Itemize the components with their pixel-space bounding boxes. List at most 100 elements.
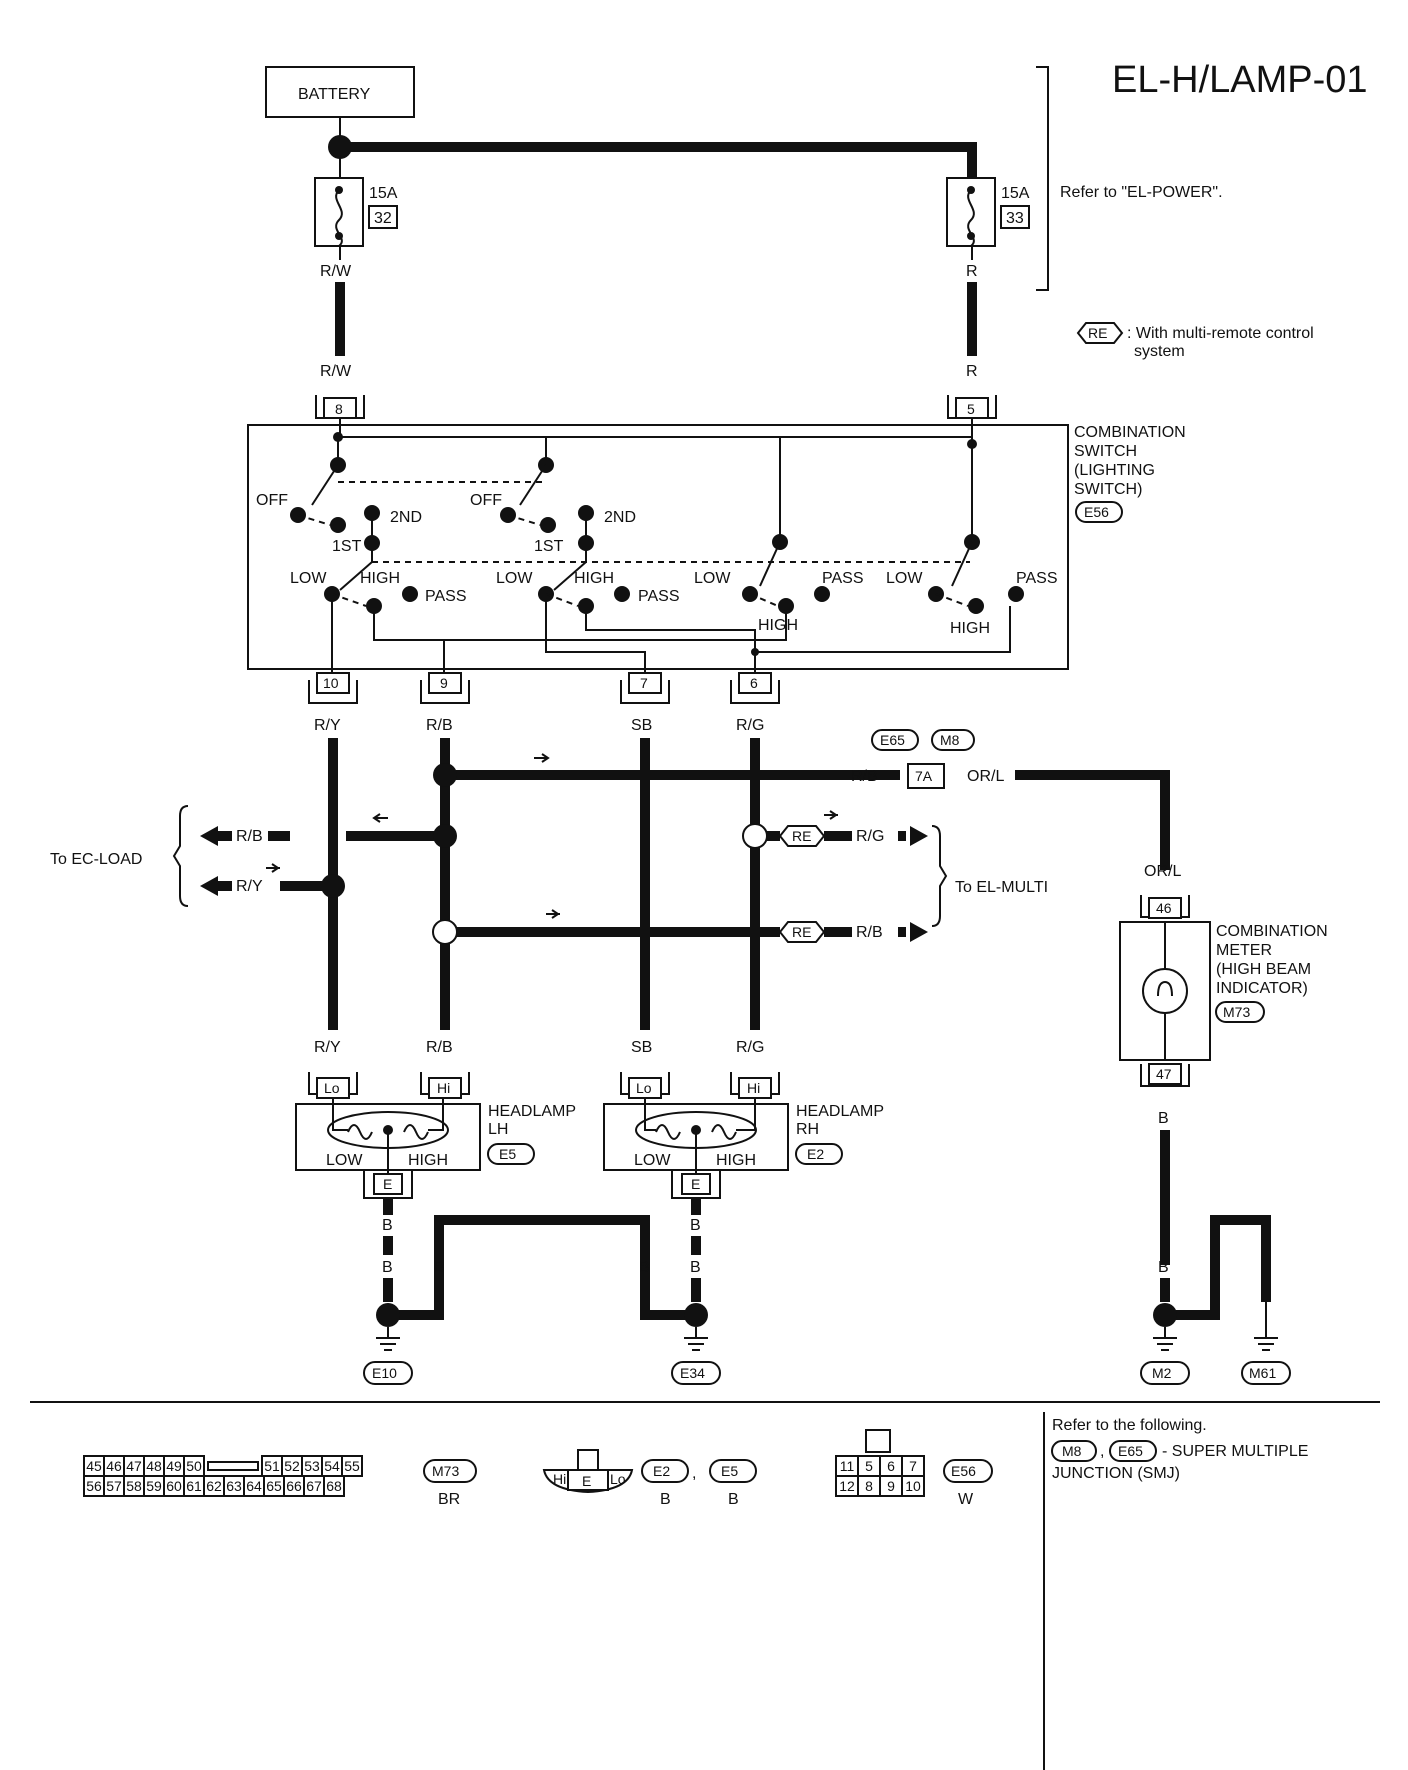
svg-text:B: B	[690, 1217, 701, 1234]
svg-text:7: 7	[640, 675, 648, 691]
svg-text:HIGH: HIGH	[408, 1152, 448, 1169]
svg-text:PASS: PASS	[1016, 570, 1058, 587]
m73-pin-45-label: 45	[86, 1458, 102, 1474]
refer-following-text: Refer to the following.	[1052, 1417, 1207, 1434]
m73-pin-47-label: 47	[126, 1458, 142, 1474]
svg-text:E56: E56	[1084, 504, 1109, 520]
wire-label-sb-top: SB	[631, 717, 652, 734]
svg-text:PASS: PASS	[425, 588, 467, 605]
svg-text:Hi: Hi	[747, 1080, 760, 1096]
m73-pin-66-label: 66	[286, 1478, 302, 1494]
svg-text:OFF: OFF	[256, 492, 288, 509]
m73-pin-55	[341, 1455, 363, 1477]
svg-text:32: 32	[374, 210, 392, 227]
ground-m61	[1241, 1361, 1291, 1385]
svg-text:46: 46	[1156, 900, 1172, 916]
m73-pin-57-label: 57	[106, 1478, 122, 1494]
terminal-7: 7	[620, 672, 670, 704]
svg-text:6: 6	[750, 675, 758, 691]
svg-text:LOW: LOW	[634, 1152, 671, 1169]
m73-pin-67-label: 67	[306, 1478, 322, 1494]
meter-label-4: INDICATOR)	[1216, 980, 1308, 997]
re-legend-symbol	[1076, 322, 1124, 344]
svg-text:E65: E65	[880, 732, 905, 748]
connector-47: 47	[1140, 1063, 1190, 1087]
svg-text:R/B: R/B	[426, 1039, 453, 1056]
svg-text:E65: E65	[1118, 1443, 1143, 1459]
svg-text:R/Y: R/Y	[236, 878, 263, 895]
svg-text:RE: RE	[792, 924, 811, 940]
battery-feed-wire	[340, 142, 977, 178]
svg-text:B: B	[660, 1491, 671, 1508]
wire-label-r-top: R	[966, 263, 978, 280]
svg-text:OR/L: OR/L	[1144, 863, 1181, 880]
m73-pin-64-label: 64	[246, 1478, 262, 1494]
combination-switch-label-4: SWITCH)	[1074, 481, 1142, 498]
svg-text:E2: E2	[653, 1463, 670, 1479]
m73-pin-61-label: 61	[186, 1478, 202, 1494]
smj-note-1: - SUPER MULTIPLE	[1162, 1443, 1308, 1460]
svg-text:HIGH: HIGH	[574, 570, 614, 587]
e5-connector-badge	[709, 1459, 757, 1483]
e56-pin-9-label: 9	[887, 1478, 895, 1494]
svg-text:,: ,	[692, 1465, 696, 1482]
svg-text:Hi: Hi	[553, 1471, 566, 1487]
svg-text:B: B	[382, 1217, 393, 1234]
page-code: EL-H/LAMP-01	[1112, 59, 1368, 101]
e56-pin-12-label: 12	[839, 1478, 855, 1494]
fuse-32: 15A 32	[314, 177, 398, 247]
headlamp-rh-label-2: RH	[796, 1121, 819, 1138]
m73-pin-51-label: 51	[264, 1458, 280, 1474]
e56-code-badge	[1075, 501, 1123, 523]
e56-connector-badge	[943, 1459, 993, 1483]
e2-connector-badge	[641, 1459, 689, 1483]
e56-pin-5-label: 5	[865, 1458, 873, 1474]
svg-text:1ST: 1ST	[534, 538, 564, 555]
m73-pin-48-label: 48	[146, 1458, 162, 1474]
m73-pin-52-label: 52	[284, 1458, 300, 1474]
legend-text-2: system	[1134, 343, 1185, 360]
m73-pin-60-label: 60	[166, 1478, 182, 1494]
m73-pin-58-label: 58	[126, 1478, 142, 1494]
e56-pin-10	[901, 1475, 925, 1497]
m73-pin-54-label: 54	[324, 1458, 340, 1474]
headlamp-lh-label-1: HEADLAMP	[488, 1103, 576, 1120]
svg-text:Lo: Lo	[324, 1080, 340, 1096]
svg-text:E5: E5	[721, 1463, 738, 1479]
m73-connector-badge	[423, 1459, 477, 1483]
meter-label-2: METER	[1216, 942, 1272, 959]
svg-text:E2: E2	[807, 1146, 824, 1162]
svg-text:LOW: LOW	[496, 570, 533, 587]
headlamp-lh: Lo Hi LOW HIGH E	[295, 1072, 481, 1199]
svg-text:B: B	[690, 1259, 701, 1276]
e56-pin-6-label: 6	[887, 1458, 895, 1474]
svg-text:R/B: R/B	[236, 828, 263, 845]
svg-text:E: E	[383, 1176, 392, 1192]
svg-text:Lo: Lo	[610, 1471, 626, 1487]
svg-text:M61: M61	[1249, 1365, 1276, 1381]
combination-switch-label-1: COMBINATION	[1074, 424, 1186, 441]
svg-text:7A: 7A	[915, 768, 933, 784]
svg-text:PASS: PASS	[822, 570, 864, 587]
svg-text:M8: M8	[940, 732, 960, 748]
svg-text:HIGH: HIGH	[360, 570, 400, 587]
wire-label-rg-top: R/G	[736, 717, 764, 734]
terminal-9: 9	[420, 672, 470, 704]
meter-label-1: COMBINATION	[1216, 923, 1328, 940]
m73-pin-49-label: 49	[166, 1458, 182, 1474]
headlamp-lh-label-2: LH	[488, 1121, 508, 1138]
combination-switch-box	[247, 424, 1069, 670]
combination-switch-label-3: (LIGHTING	[1074, 462, 1155, 479]
battery-label: BATTERY	[298, 86, 371, 103]
m73-pin-68	[323, 1475, 345, 1497]
svg-text:R/G: R/G	[736, 1039, 764, 1056]
svg-text:B: B	[382, 1259, 393, 1276]
m73-pin-65-label: 65	[266, 1478, 282, 1494]
svg-text:LOW: LOW	[326, 1152, 363, 1169]
refer-bracket	[1036, 66, 1049, 291]
m73-pin-50-label: 50	[186, 1458, 202, 1474]
wire-orl	[1015, 770, 1170, 870]
